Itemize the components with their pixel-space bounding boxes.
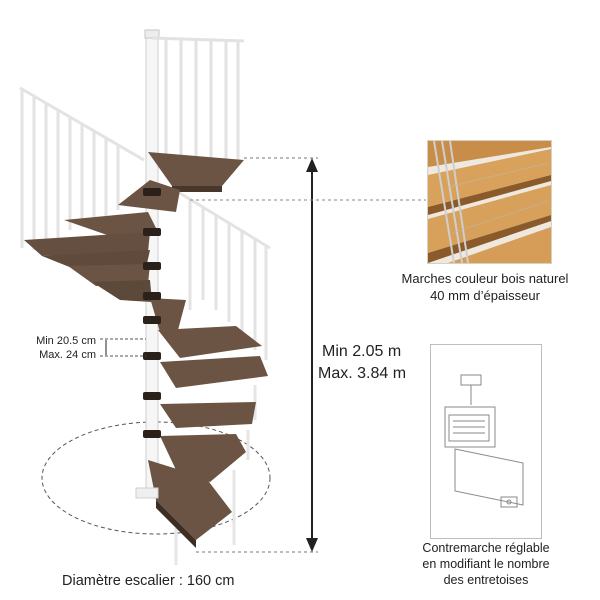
step-9 [160,356,268,388]
diameter-caption: Diamètre escalier : 160 cm [62,573,235,589]
step-3 [24,232,150,256]
step-landing [148,152,244,186]
steps-caption: Marches couleur bois naturel 40 mm d’épa… [380,270,590,304]
landing-railing [151,36,245,160]
steps-caption-line1: Marches couleur bois naturel [401,271,569,286]
step-12 [148,460,232,540]
step-11 [160,434,246,482]
riser-caption: Contremarche réglable en modifiant le no… [388,540,584,588]
pole-collars [143,188,161,438]
diameter-ellipse [41,421,271,535]
step-2 [64,212,158,236]
step-4 [42,250,150,268]
step-height-min: Min 20.5 cm [36,335,96,347]
step-height-dimension [100,338,146,357]
step-6 [92,280,152,302]
oak-steps-picture [428,141,551,263]
total-height-min: Min 2.05 m [322,343,402,360]
riser-caption-line3: des entretoises [443,573,529,587]
step-10 [160,402,256,428]
step-edge [172,186,222,192]
pole-base [135,487,159,499]
step-height-label: Min 20.5 cm Max. 24 cm [24,334,96,362]
left-railing [19,86,145,252]
riser-caption-line1: Contremarche réglable [422,541,550,555]
total-height-max: Max. 3.84 m [318,365,407,382]
steps-caption-line2: 40 mm d’épaisseur [430,288,540,303]
step-height-max: Max. 24 cm [39,349,96,361]
step-5 [68,264,150,286]
step-edge [156,500,196,548]
riser-detail-box [430,344,542,539]
total-height-label: Min 2.05 m Max. 3.84 m [318,341,406,385]
right-railing [177,190,271,360]
step-8 [158,326,262,358]
total-height-dimension [196,157,318,553]
riser-bracket-drawing [444,374,524,508]
riser-caption-line2: en modifiant le nombre [422,557,550,571]
steps-photo [427,140,552,264]
